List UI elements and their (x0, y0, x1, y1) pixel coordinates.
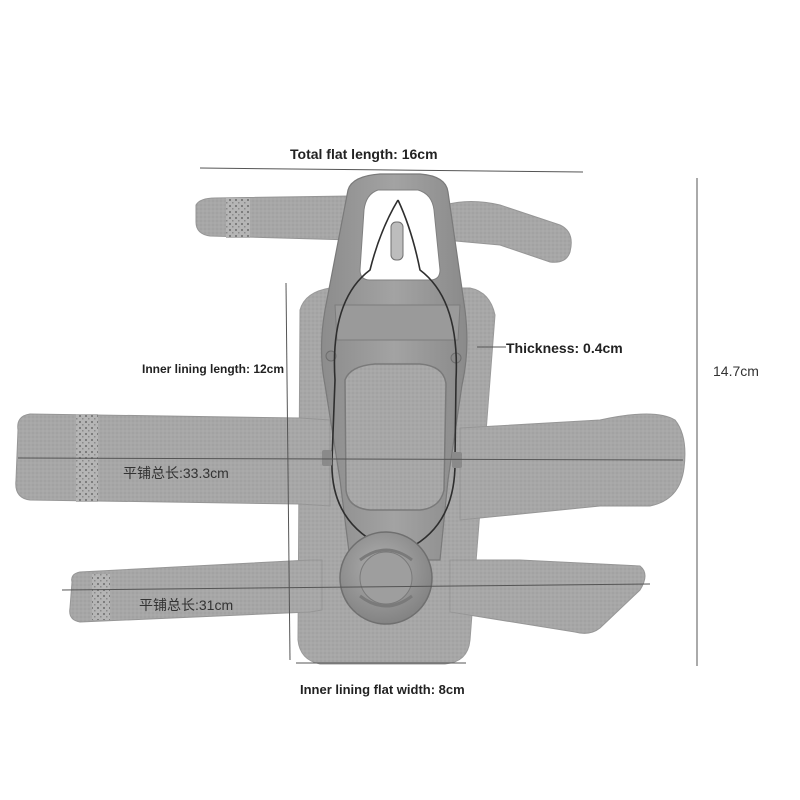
top-left-strap (195, 195, 353, 241)
total-length-line (199, 167, 584, 173)
lower-flat-length-line (61, 583, 651, 591)
cable-guide (390, 221, 404, 261)
dial-knob-grip (359, 548, 413, 608)
height-label: 14.7cm (713, 363, 759, 379)
upper-flat-length-line (17, 457, 684, 461)
dial-knob-center (359, 551, 413, 605)
upper-left-long-strap (15, 413, 331, 507)
lower-left-strap (69, 559, 323, 623)
top-left-strap-mesh (226, 198, 250, 238)
upper-right-long-strap (459, 413, 686, 521)
frame-middle-window (344, 363, 447, 511)
lace-cable (331, 199, 458, 546)
cable-clip-right (452, 452, 462, 468)
cable-clip-left (322, 450, 332, 466)
lower-flat-length-label: 平铺总长:31cm (139, 597, 234, 613)
lower-left-strap-mesh (92, 574, 110, 620)
dimension-lines (17, 167, 698, 666)
total-flat-length-label: Total flat length: 16cm (290, 146, 438, 162)
upper-flat-length-label: 平铺总长:33.3cm (123, 465, 229, 481)
inner-lining-length-label: Inner lining length: 12cm (142, 362, 285, 376)
thickness-label: Thickness: 0.4cm (506, 340, 623, 356)
lower-right-strap (449, 559, 646, 634)
inner-lining-length-line (285, 282, 291, 661)
frame-cross-bar (334, 304, 461, 341)
rivet-left (325, 350, 337, 362)
inner-lining-width-label: Inner lining flat width: 8cm (300, 682, 465, 697)
top-right-strap (444, 201, 572, 263)
